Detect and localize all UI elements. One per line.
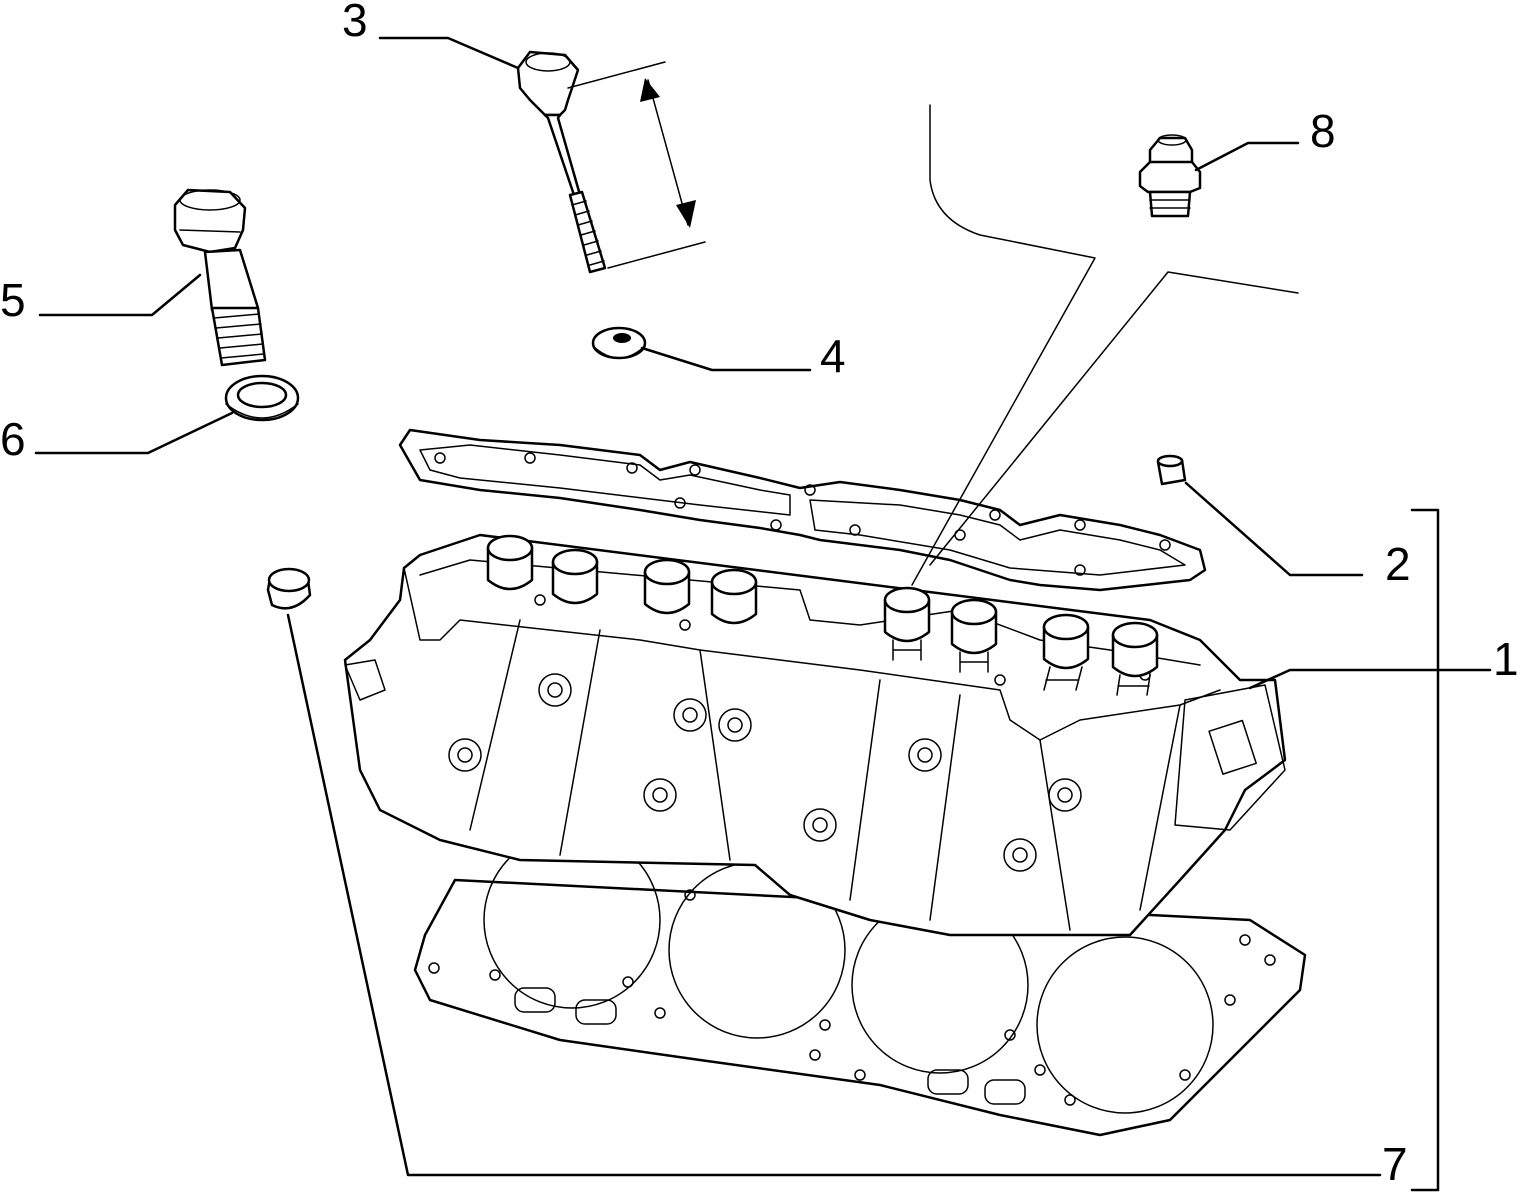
- leader-5: [38, 273, 202, 317]
- head-gasket: [413, 831, 1307, 1137]
- leader-4: [640, 346, 812, 372]
- head-bolt-long: [516, 50, 706, 274]
- leader-2: [1184, 481, 1364, 577]
- leader-3: [378, 36, 520, 70]
- callout-4: 4: [820, 330, 846, 382]
- core-plug: [266, 567, 312, 610]
- callout-5: 5: [0, 274, 26, 326]
- dowel-pin-small: [1156, 454, 1187, 486]
- callout-2: 2: [1385, 538, 1411, 590]
- leader-1: [1248, 668, 1492, 690]
- leader-tappet-a: [911, 104, 1096, 586]
- leader-7: [286, 613, 1382, 1177]
- assembly-bracket: [1410, 508, 1440, 1192]
- small-washer: [591, 326, 647, 360]
- callout-6: 6: [0, 413, 26, 465]
- leader-8: [1194, 141, 1300, 172]
- washer-ring: [224, 374, 300, 422]
- threaded-fitting: [1138, 134, 1202, 218]
- cam-cover-gasket: [398, 428, 1207, 592]
- valve-tappets: [486, 534, 1159, 696]
- leader-lines: [34, 36, 1492, 1192]
- callout-3: 3: [342, 0, 368, 46]
- leader-6: [34, 411, 234, 455]
- cylinder-head: [343, 533, 1287, 937]
- callout-1: 1: [1493, 633, 1519, 685]
- callout-7: 7: [1382, 1138, 1408, 1190]
- head-bolt-flanged: [173, 188, 267, 367]
- leader-tappet-b: [929, 271, 1299, 566]
- callout-8: 8: [1310, 105, 1336, 157]
